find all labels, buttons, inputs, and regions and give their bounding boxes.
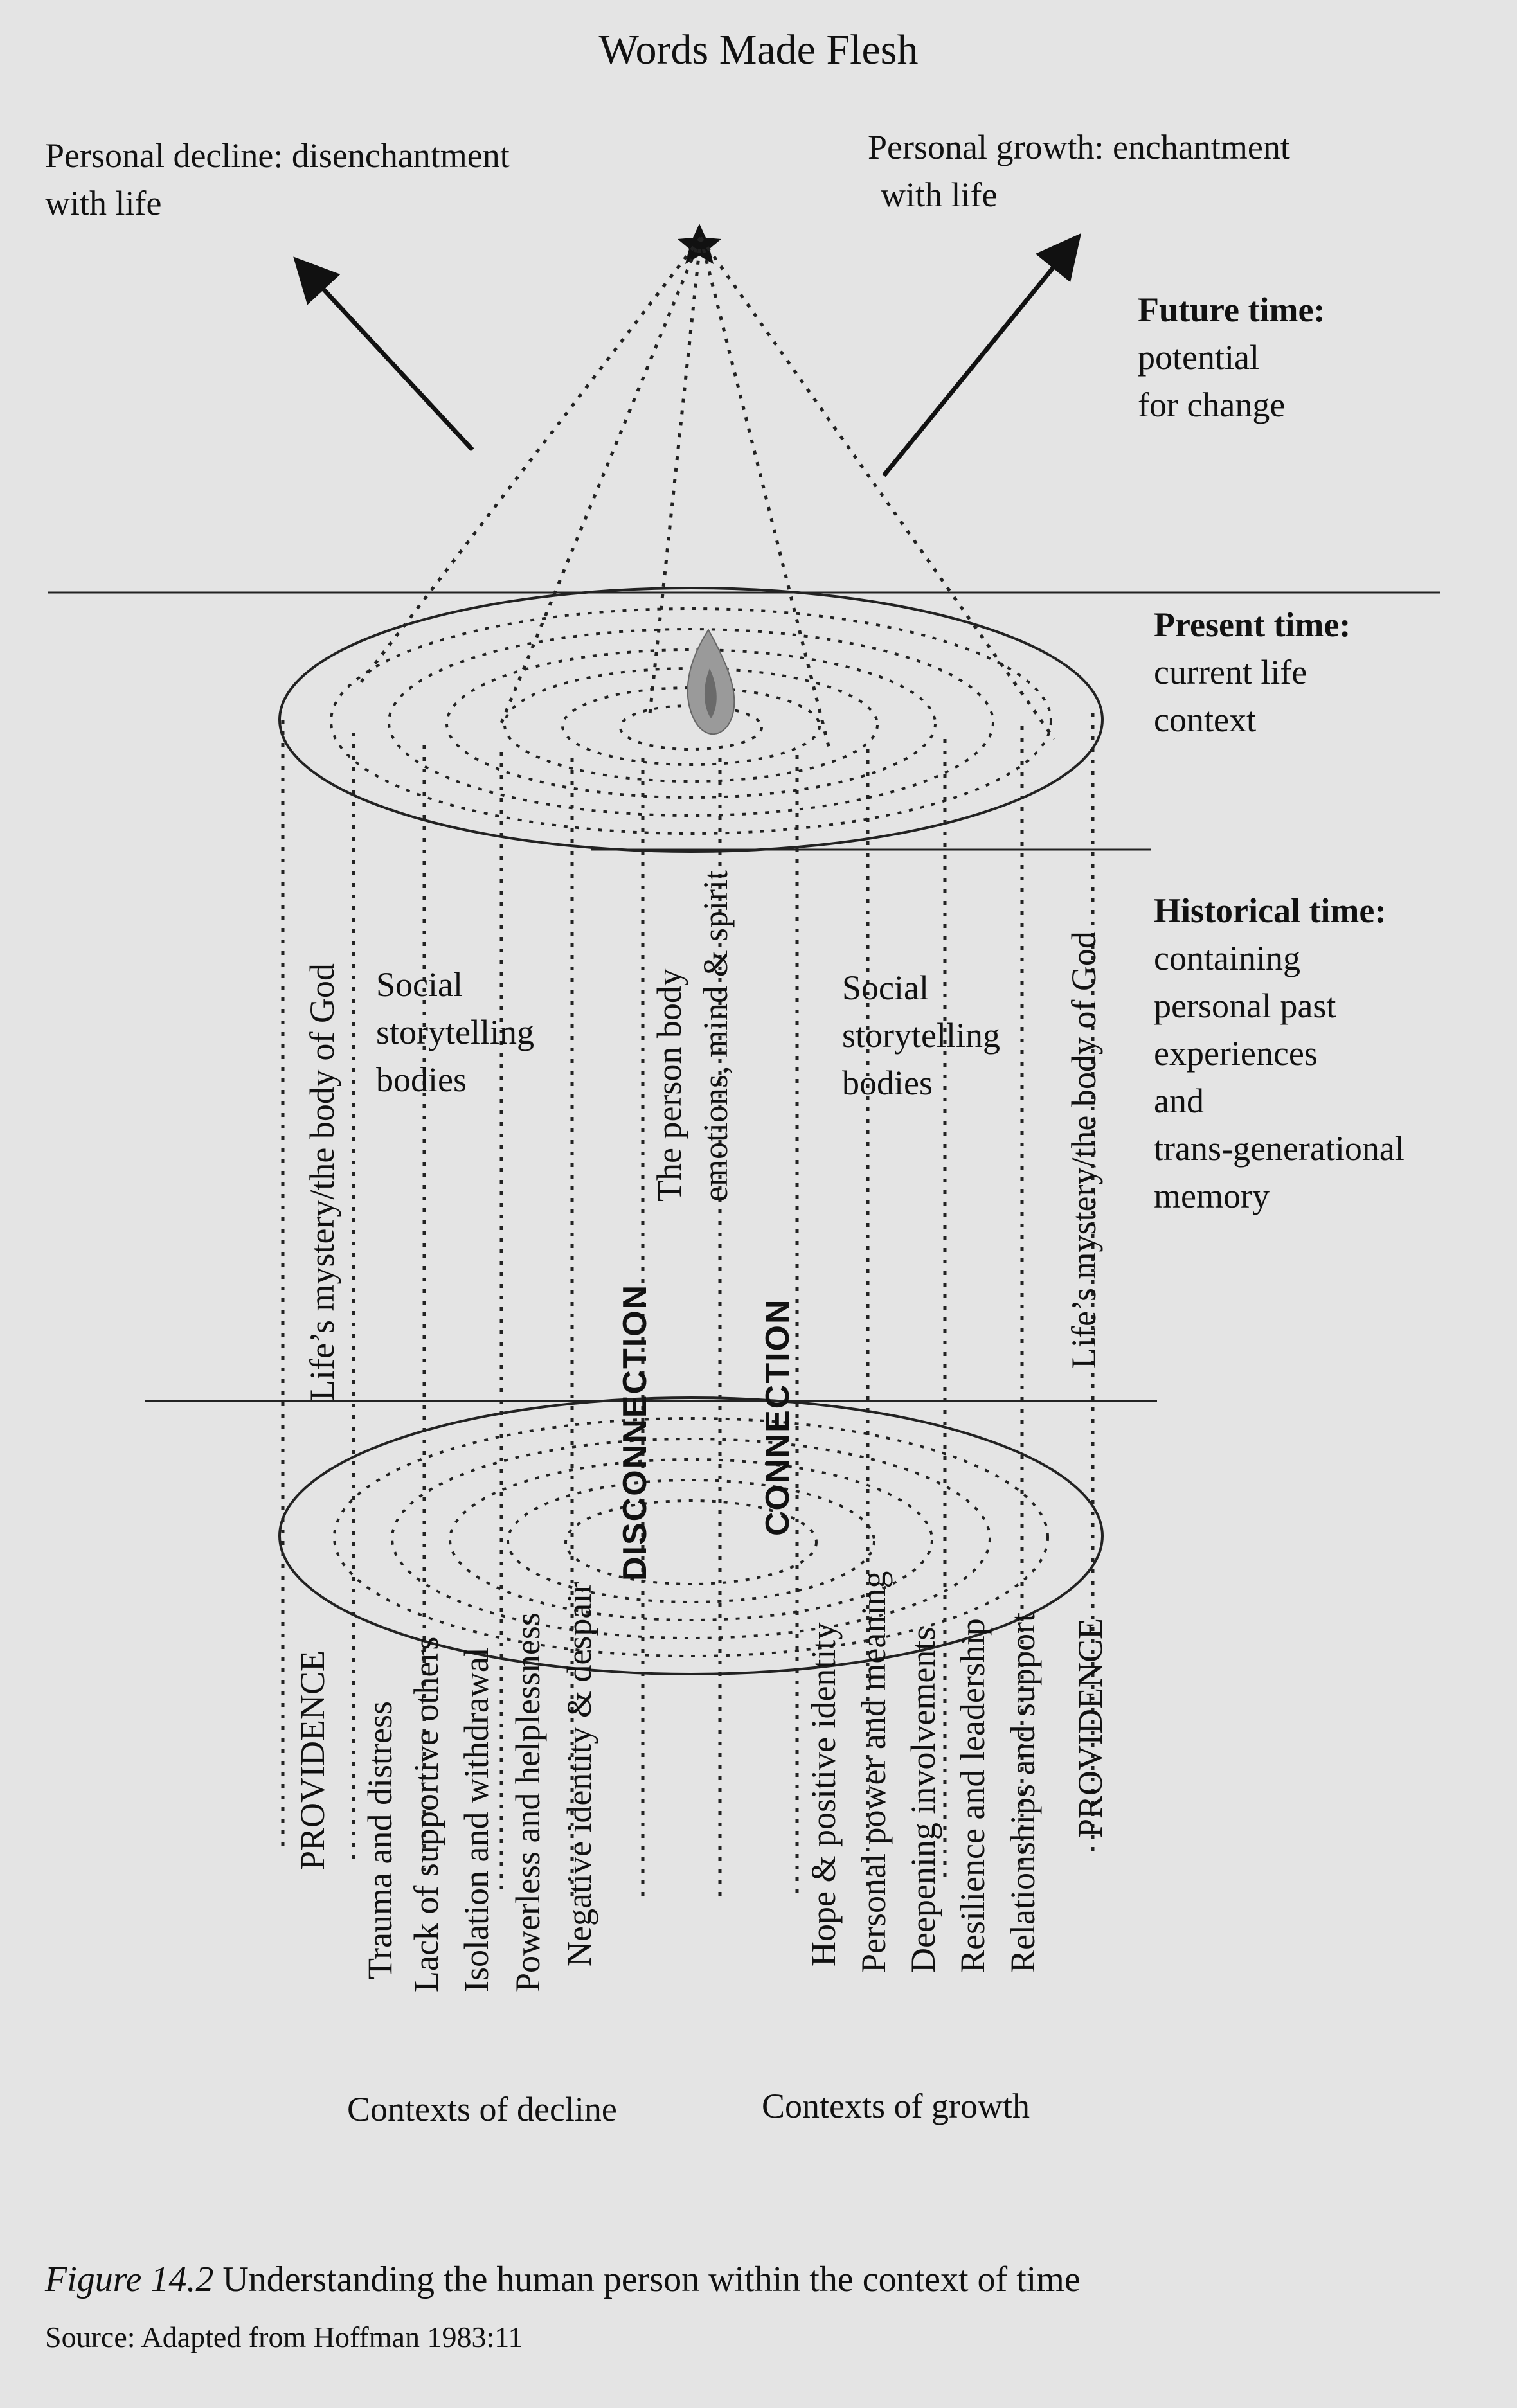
connection-label: CONNECTION [759,1298,796,1536]
top-ellipses [278,587,1104,853]
providence-left: PROVIDENCE [293,1650,332,1870]
growth-item-resilience: Resilience and leadership [953,1618,992,1973]
figure-source: Source: Adapted from Hoffman 1983:11 [45,2321,523,2353]
historical-time-label: Historical time: containing personal pas… [1154,891,1405,1215]
disconnection-label: DISCONNECTION [616,1283,654,1581]
emotions-mind-spirit-label: emotions, mind & spirit [696,870,735,1202]
person-body-label: The person body [650,968,688,1202]
growth-item-deepening: Deepening involvements [904,1627,942,1973]
bottom-ellipses [278,1396,1104,1675]
diagram-title: Words Made Flesh [598,26,919,73]
growth-item-personal-power: Personal power and meaning [854,1571,893,1973]
growth-item-relationships: Relationships and support [1003,1612,1042,1973]
apex-star [678,224,721,264]
life-mystery-left: Life’s mystery/the body of God [303,963,341,1401]
cylinder-walls [281,713,1095,1899]
cone-lines [355,236,1056,749]
growth-item-hope: Hope & positive identity [804,1622,843,1967]
life-mystery-right: Life’s mystery/the body of God [1064,931,1103,1369]
decline-item-isolation: Isolation and withdrawal [457,1647,496,1992]
decline-item-negative-identity: Negative identity & despair [560,1582,598,1967]
present-time-label: Present time: current life context [1154,605,1351,739]
decline-arrow [293,256,474,452]
providence-right: PROVIDENCE [1071,1618,1109,1838]
figure-caption: Figure 14.2 Understanding the human pers… [45,2260,1081,2299]
contexts-of-growth-label: Contexts of growth [762,2087,1030,2125]
decline-item-powerless: Powerless and helplessness [508,1612,547,1992]
decline-item-trauma: Trauma and distress [361,1701,399,1979]
future-time-label: Future time: potential for change [1138,290,1325,424]
contexts-of-decline-label: Contexts of decline [347,2090,617,2128]
decline-item-lack-support: Lack of supportive others [407,1636,445,1992]
growth-arrow [882,233,1082,477]
